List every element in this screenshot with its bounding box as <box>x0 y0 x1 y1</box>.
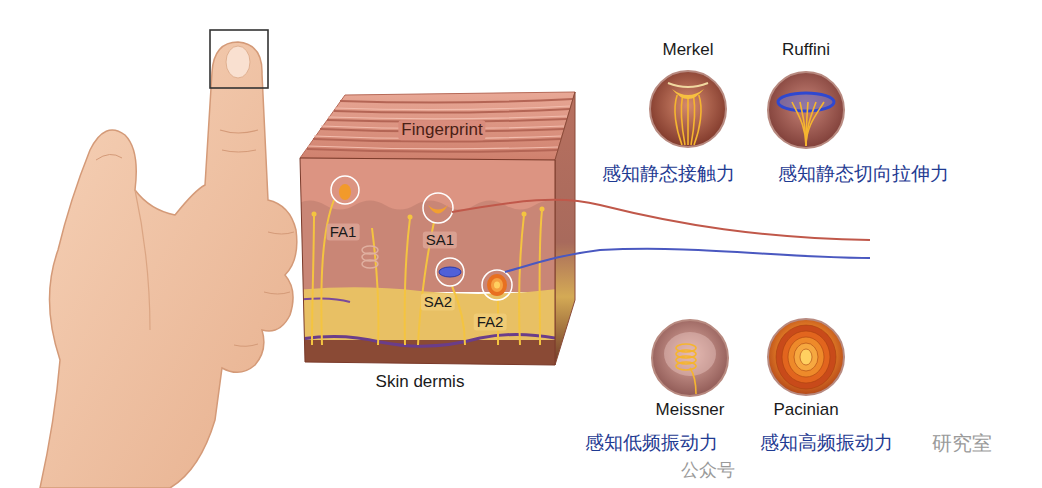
receptor-node: Pacinian 感知高频振动力 <box>755 300 947 472</box>
watermark: 公众号 <box>678 460 738 481</box>
receptor-node: Meissner 感知低频振动力 <box>560 300 752 472</box>
receptor-name: Merkel <box>662 40 713 60</box>
receptor-tag: FA2 <box>474 313 507 330</box>
receptor-tag: SA1 <box>423 231 457 248</box>
function-text: 感知静态切向拉伸力 <box>778 163 949 185</box>
receptor-node: Ruffini 感知静态切向拉伸力 <box>770 40 1002 192</box>
receptor-illustration <box>764 68 848 152</box>
receptor-illustration <box>646 67 730 151</box>
receptor-illustration <box>648 316 732 400</box>
receptor-illustration <box>764 315 848 399</box>
receptor-name: Meissner <box>656 400 725 420</box>
function-text: 感知低频振动力 <box>585 432 718 454</box>
region-label: Skin dermis <box>373 372 468 392</box>
nerve-fiber <box>452 200 870 240</box>
function-text: 感知高频振动力 <box>760 432 893 454</box>
zoom-box <box>210 30 268 88</box>
function-text: 感知静态接触力 <box>602 163 735 185</box>
receptor-name: Ruffini <box>782 40 830 60</box>
skin-block <box>295 92 575 370</box>
receptor-tag: FA1 <box>327 223 360 240</box>
receptor-tag: SA2 <box>421 293 455 310</box>
hand-drawing <box>40 30 297 488</box>
watermark: 研究室 <box>929 432 995 455</box>
region-label: Fingerprint <box>398 120 485 140</box>
receptor-node: Merkel 感知静态接触力 <box>580 40 772 192</box>
nerve-fiber <box>505 249 870 272</box>
receptor-name: Pacinian <box>773 400 838 420</box>
